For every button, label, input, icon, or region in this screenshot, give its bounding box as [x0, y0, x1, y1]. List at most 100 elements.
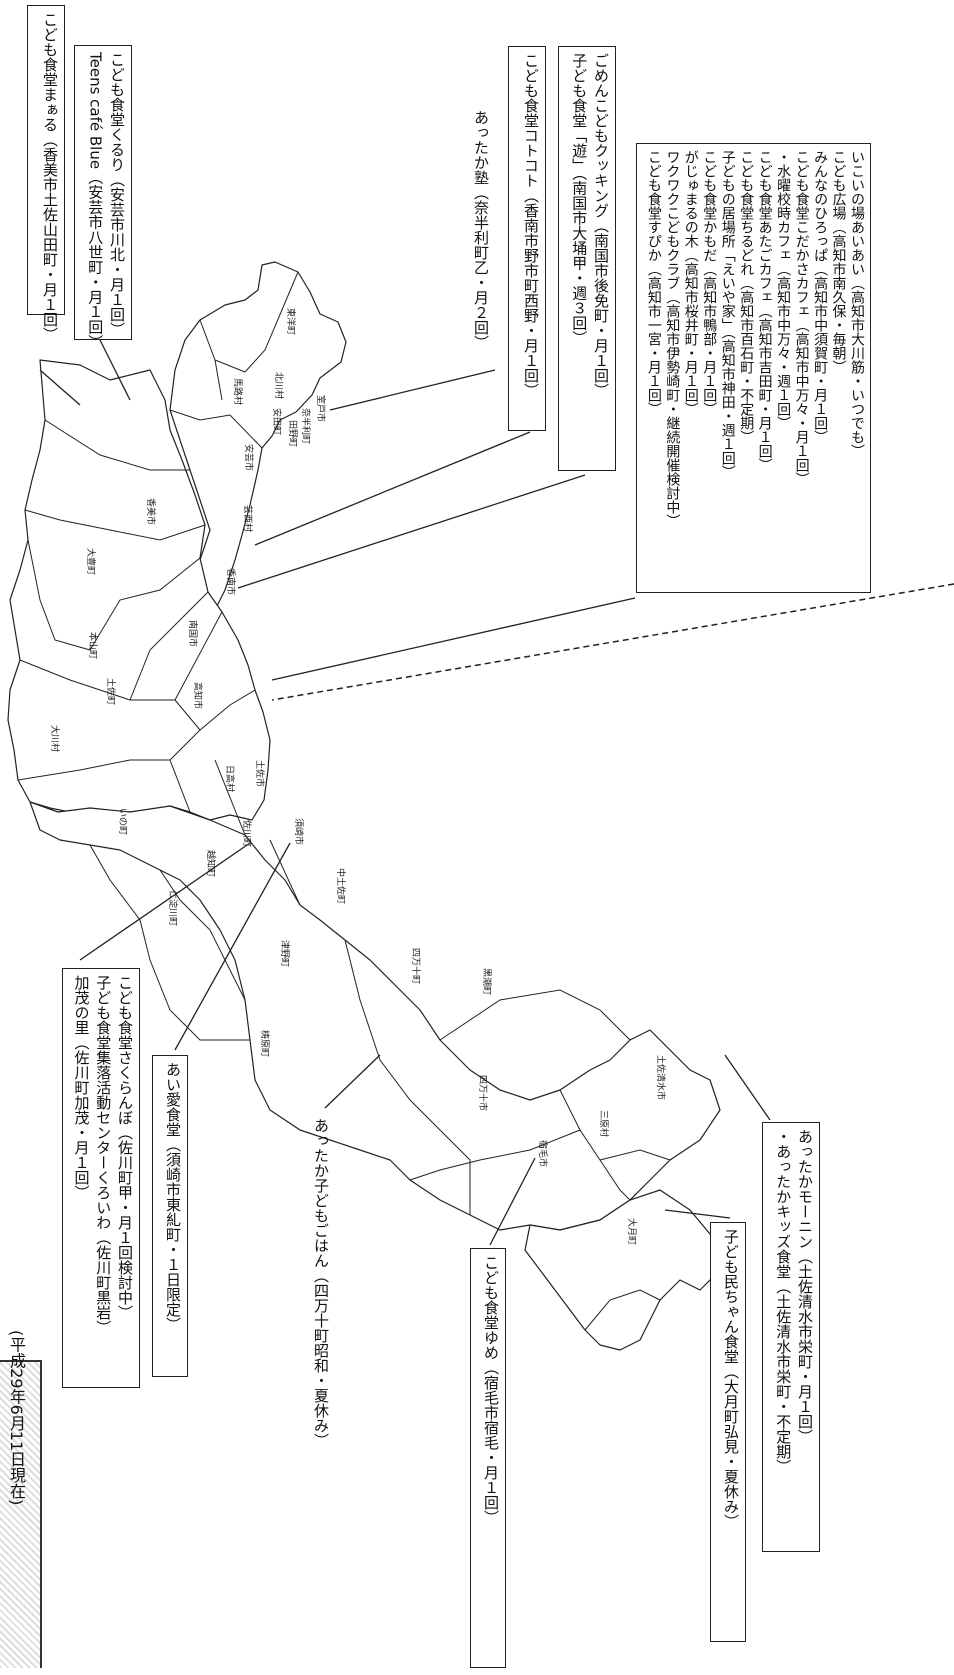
muni-label: 仁淀川町 [167, 890, 179, 926]
callout-text: こども食堂ちるどれ（高知市百石町・不定期） [738, 150, 755, 444]
callout-text: こども食堂ゆめ（宿毛市宿毛・月１回） [482, 1255, 500, 1525]
muni-outline-west [29, 801, 721, 1231]
callout-text: こども食堂くるり（安芸市川北・月１回） [108, 52, 126, 337]
callout-kochi: いこいの場あいあい（高知市大川筋・いつでも） こども広場（高知市南久保・毎朝） … [636, 143, 871, 593]
muni-label: 高知市 [192, 682, 204, 709]
leader-line [79, 842, 251, 961]
leader-line [254, 431, 531, 546]
leader-line [724, 1054, 771, 1121]
callout-text: みんなのひろっぱ（高知市中須賀町・月１回） [812, 150, 829, 444]
leader-line [324, 1054, 381, 1109]
muni-label: 四万十町 [410, 948, 422, 984]
callout-susaki: あい愛食堂（須崎市東糺町・１日限定） [152, 1055, 188, 1377]
callout-text: 子ども食堂「遊」（南国市大埇甲・週３回） [570, 53, 589, 346]
border-line [24, 509, 206, 541]
muni-label: 佐川町 [241, 820, 253, 847]
muni-label: 馬路村 [232, 378, 244, 405]
muni-label: 津野町 [279, 940, 290, 967]
border-line [174, 689, 256, 731]
callout-sakawa: こども食堂さくらんぼ（佐川町甲・月１回検討中） 子ども食堂集落活動センターくろい… [62, 968, 140, 1388]
callout-text: ごめんこどもクッキング（南国市後免町・月１回） [592, 53, 610, 398]
border-line [44, 419, 190, 471]
callout-text: こども食堂あたごカフェ（高知市吉田町・月１回） [756, 150, 773, 472]
muni-label: 土佐町 [105, 678, 117, 705]
leader-line [237, 474, 586, 589]
callout-sukumo: こども食堂ゆめ（宿毛市宿毛・月１回） [470, 1248, 506, 1668]
border-line [129, 591, 209, 701]
leader-line [664, 1209, 731, 1219]
callout-text: ・あったかキッズ食堂（土佐清水市栄町・不定期） [774, 1129, 793, 1474]
muni-label: 奈半利町 [300, 408, 312, 444]
callout-kotokoto: こども食堂コトコト（香南市野市町西野・月１回） [508, 46, 546, 431]
callout-otsuki: 子ども民ちゃん食堂（大月町弘見・夏休み） [710, 1222, 746, 1642]
muni-label: 安田町 [271, 408, 283, 435]
border-line [27, 539, 201, 651]
muni-label: 須崎市 [293, 818, 305, 845]
muni-label: 土佐清水市 [655, 1055, 667, 1100]
callout-tosashimizu: あったかモーニン（土佐清水市栄町・月１回） ・あったかキッズ食堂（土佐清水市栄町… [762, 1122, 820, 1552]
callout-text: あい愛食堂（須崎市東糺町・１日限定） [164, 1062, 182, 1332]
callout-text: 加茂の里（佐川町加茂・月１回） [72, 975, 91, 1200]
callout-text: こども食堂コトコト（香南市野市町西野・月１回） [522, 53, 540, 398]
muni-label: 越知町 [205, 850, 217, 877]
muni-label: 大豊町 [85, 548, 97, 575]
callout-text: こども食堂すぴか（高知市一宮・月１回） [645, 150, 662, 416]
callout-text: がじゅまるの木（高知市桜井町・月１回） [682, 150, 699, 416]
muni-label: 東洋町 [285, 308, 297, 335]
muni-label: 土佐市 [254, 760, 266, 787]
muni-label: 室戸市 [315, 395, 327, 422]
border-line [344, 939, 471, 1215]
muni-label: 本山町 [87, 632, 99, 659]
muni-label: 大月町 [626, 1218, 638, 1245]
callout-text: いこいの場あいあい（高知市大川筋・いつでも） [849, 150, 865, 458]
muni-label: 南国市 [187, 620, 199, 647]
muni-label: 大川村 [49, 725, 61, 752]
border-line [269, 839, 301, 906]
title-frame-corner [0, 1360, 42, 1668]
leader-line [271, 597, 636, 681]
callout-nahari: あったか塾（奈半利町乙・月２回） [472, 110, 490, 350]
muni-label: 中土佐町 [335, 868, 347, 904]
muni-label: 北川村 [273, 372, 285, 399]
border-line [214, 759, 246, 836]
callout-text: ・水曜校時カフェ（高知市中万々・週１回） [775, 150, 792, 430]
callout-text: あったかモーニン（土佐清水市栄町・月１回） [796, 1129, 814, 1444]
callout-nankoku: ごめんこどもクッキング（南国市後免町・月１回） 子ども食堂「遊」（南国市大埇甲・… [558, 46, 616, 471]
leader-line [39, 369, 81, 406]
border-line [599, 1149, 671, 1161]
muni-label: 日高村 [224, 765, 236, 792]
muni-label: 黒潮町 [481, 968, 493, 995]
callout-text: Teens café Blue（安芸市八世町・月１回） [86, 52, 105, 350]
as-of-date: (平成29年6月11日現在) [7, 1330, 26, 1506]
leader-line [174, 842, 291, 1051]
callout-text: こども食堂かもだ（高知市鴨部・月１回） [701, 150, 718, 416]
border-line [214, 359, 223, 401]
muni-label: 田野町 [287, 420, 298, 447]
muni-label: 宿毛市 [537, 1140, 549, 1167]
border-line [169, 409, 263, 449]
border-line [584, 1289, 661, 1331]
muni-label: 安芸市 [243, 444, 255, 471]
leader-line [99, 339, 131, 401]
border-line [159, 869, 246, 1001]
callout-aki: こども食堂くるり（安芸市川北・月１回） Teens café Blue（安芸市八… [74, 45, 132, 350]
muni-label: 梼原町 [259, 1030, 271, 1057]
border-line [199, 271, 299, 373]
callout-text: 子ども民ちゃん食堂（大月町弘見・夏休み） [722, 1229, 740, 1529]
muni-label: 香美市 [145, 498, 157, 525]
border-line [17, 729, 201, 781]
callout-text: こども食堂さくらんぼ（佐川町甲・月１回検討中） [116, 975, 134, 1320]
leader-line-dashed [271, 583, 954, 701]
muni-label: いの町 [117, 808, 127, 835]
muni-label: 香南市 [225, 568, 237, 595]
muni-label: 三原村 [598, 1110, 610, 1137]
callout-kami-maaru: こども食堂まぁる（香美市土佐山田町・月１回） [27, 5, 65, 342]
muni-label: 四万十市 [477, 1075, 489, 1111]
leader-line [489, 1157, 536, 1246]
callout-text: 子ども食堂集落活動センターくろいわ（佐川町黒岩） [94, 975, 113, 1335]
border-line [439, 989, 631, 1041]
callout-text: 子どもの居場所「えいや家」（高知市神田・週１回） [719, 150, 736, 479]
muni-label: 芸西村 [242, 505, 254, 532]
muni-outline-east [169, 261, 347, 611]
